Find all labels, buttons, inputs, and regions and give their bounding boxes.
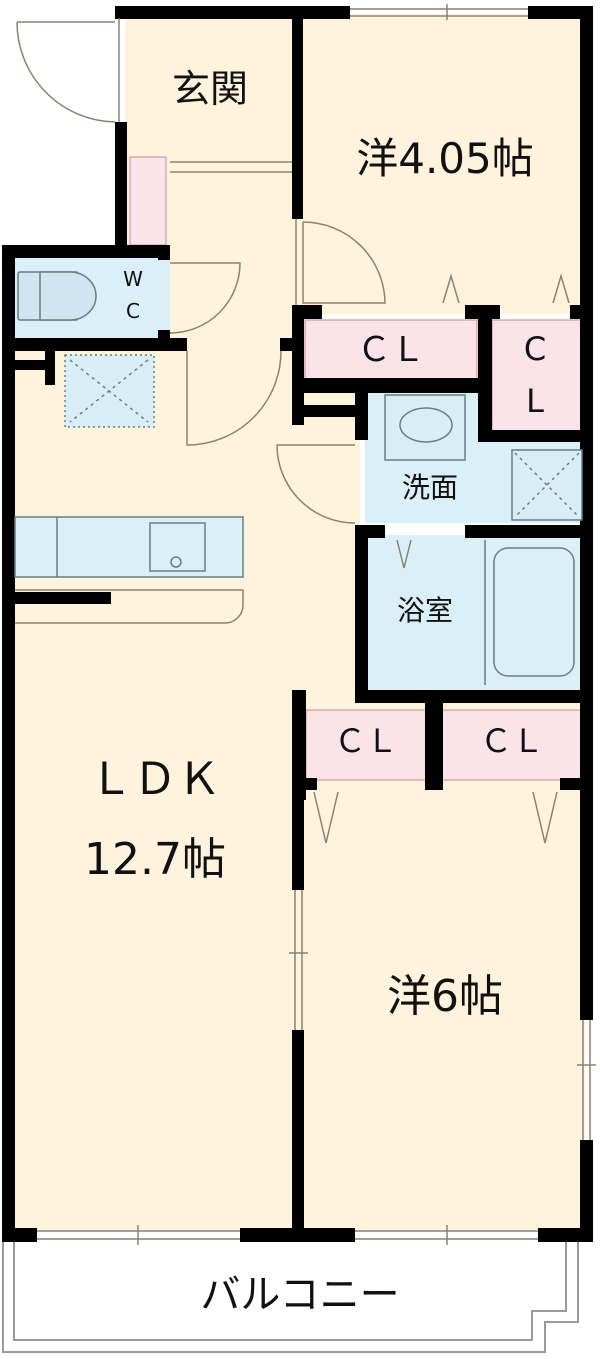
closet-4-fill [441,709,583,781]
closet-2-label-c: C [523,330,547,368]
shoe-closet [129,156,167,246]
balcony-outline [2,1242,579,1353]
closet-door-mark-2 [552,273,570,304]
ldk-label: ＬＤＫ [89,754,221,805]
bathtub-icon [493,547,575,677]
bathroom-label: 浴室 [396,594,453,627]
door-swings [16,21,570,844]
closet-door-mark-4 [532,791,558,844]
closet-3-fill [305,709,427,781]
closet-1-label: ＣＬ [357,330,425,370]
closet-3-label: ＣＬ [333,722,398,760]
washroom-door-swing [276,444,356,524]
front-door-swing [16,21,116,123]
wc-label-w: W [123,267,143,291]
fixtures [14,271,583,685]
wash-basin-icon [399,407,453,443]
toilet-bowl-icon [39,271,97,321]
closet-4-label: ＣＬ [479,722,544,760]
bath-door-mark [396,539,412,569]
kitchen-counter [14,516,244,578]
closet-2-fill [491,319,583,434]
closet-2-label-l: L [526,382,544,420]
closet-door-mark-3 [313,791,339,844]
entrance-label: 玄関 [171,67,248,111]
closet-1-fill [304,319,478,381]
closet-door-mark-1 [442,273,460,304]
kitchen-sink-icon [149,522,206,572]
washroom-label: 洗面 [401,471,458,504]
wc-label-c: C [126,299,140,323]
ldk-area-label: 12.7帖 [84,834,226,885]
drain-icon [170,556,182,568]
wc-door-swing [169,262,241,334]
balcony-label: バルコニー [200,1272,400,1318]
windows [37,4,596,1245]
western-room-1-label: 洋4.05帖 [356,134,534,183]
room1-door-swing [302,221,386,304]
ldk-door-swing [186,350,282,446]
walls [2,6,593,1242]
closets [129,156,583,781]
western-room-2-label: 洋6帖 [387,971,503,1022]
basin-box [384,394,466,461]
